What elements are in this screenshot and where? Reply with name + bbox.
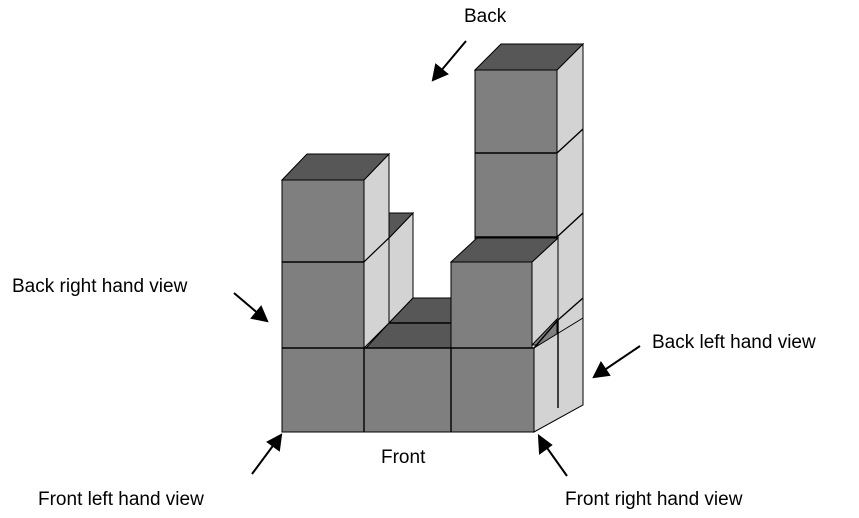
front-base-row-cube-edge	[533, 319, 559, 349]
label-front: Front	[381, 447, 426, 468]
front-base-row-cube-edge	[557, 297, 584, 321]
label-back: Back	[464, 6, 507, 27]
front-base-row-front-face	[281, 347, 535, 433]
tall-tower-top-face	[473, 43, 585, 71]
left-tower-lower-side-face	[363, 236, 390, 350]
left-tower	[280, 152, 391, 350]
label-front-left-hand-view: Front left hand view	[38, 489, 204, 510]
front-right-stack	[449, 236, 560, 349]
arrow-front-left-hand-view	[251, 433, 283, 475]
labels: Back Back right hand view Back left hand…	[12, 6, 816, 510]
tall-tower-cube-edge	[556, 212, 584, 238]
label-back-right-hand-view: Back right hand view	[12, 276, 188, 297]
label-back-left-hand-view: Back left hand view	[652, 332, 816, 353]
front-base-row	[281, 297, 584, 433]
label-front-right-hand-view: Front right hand view	[565, 489, 743, 510]
arrow-front-right-hand-view	[537, 433, 568, 477]
tall-tower-cube-edge	[556, 128, 584, 154]
arrows	[233, 40, 641, 477]
arrow-back	[431, 40, 467, 82]
arrow-back-right-hand-view	[233, 292, 269, 323]
left-tower-front-face	[281, 179, 365, 349]
front-right-stack-front-face	[450, 261, 533, 349]
tall-tower-side-face	[556, 42, 584, 347]
arrow-back-left-hand-view	[592, 345, 641, 379]
